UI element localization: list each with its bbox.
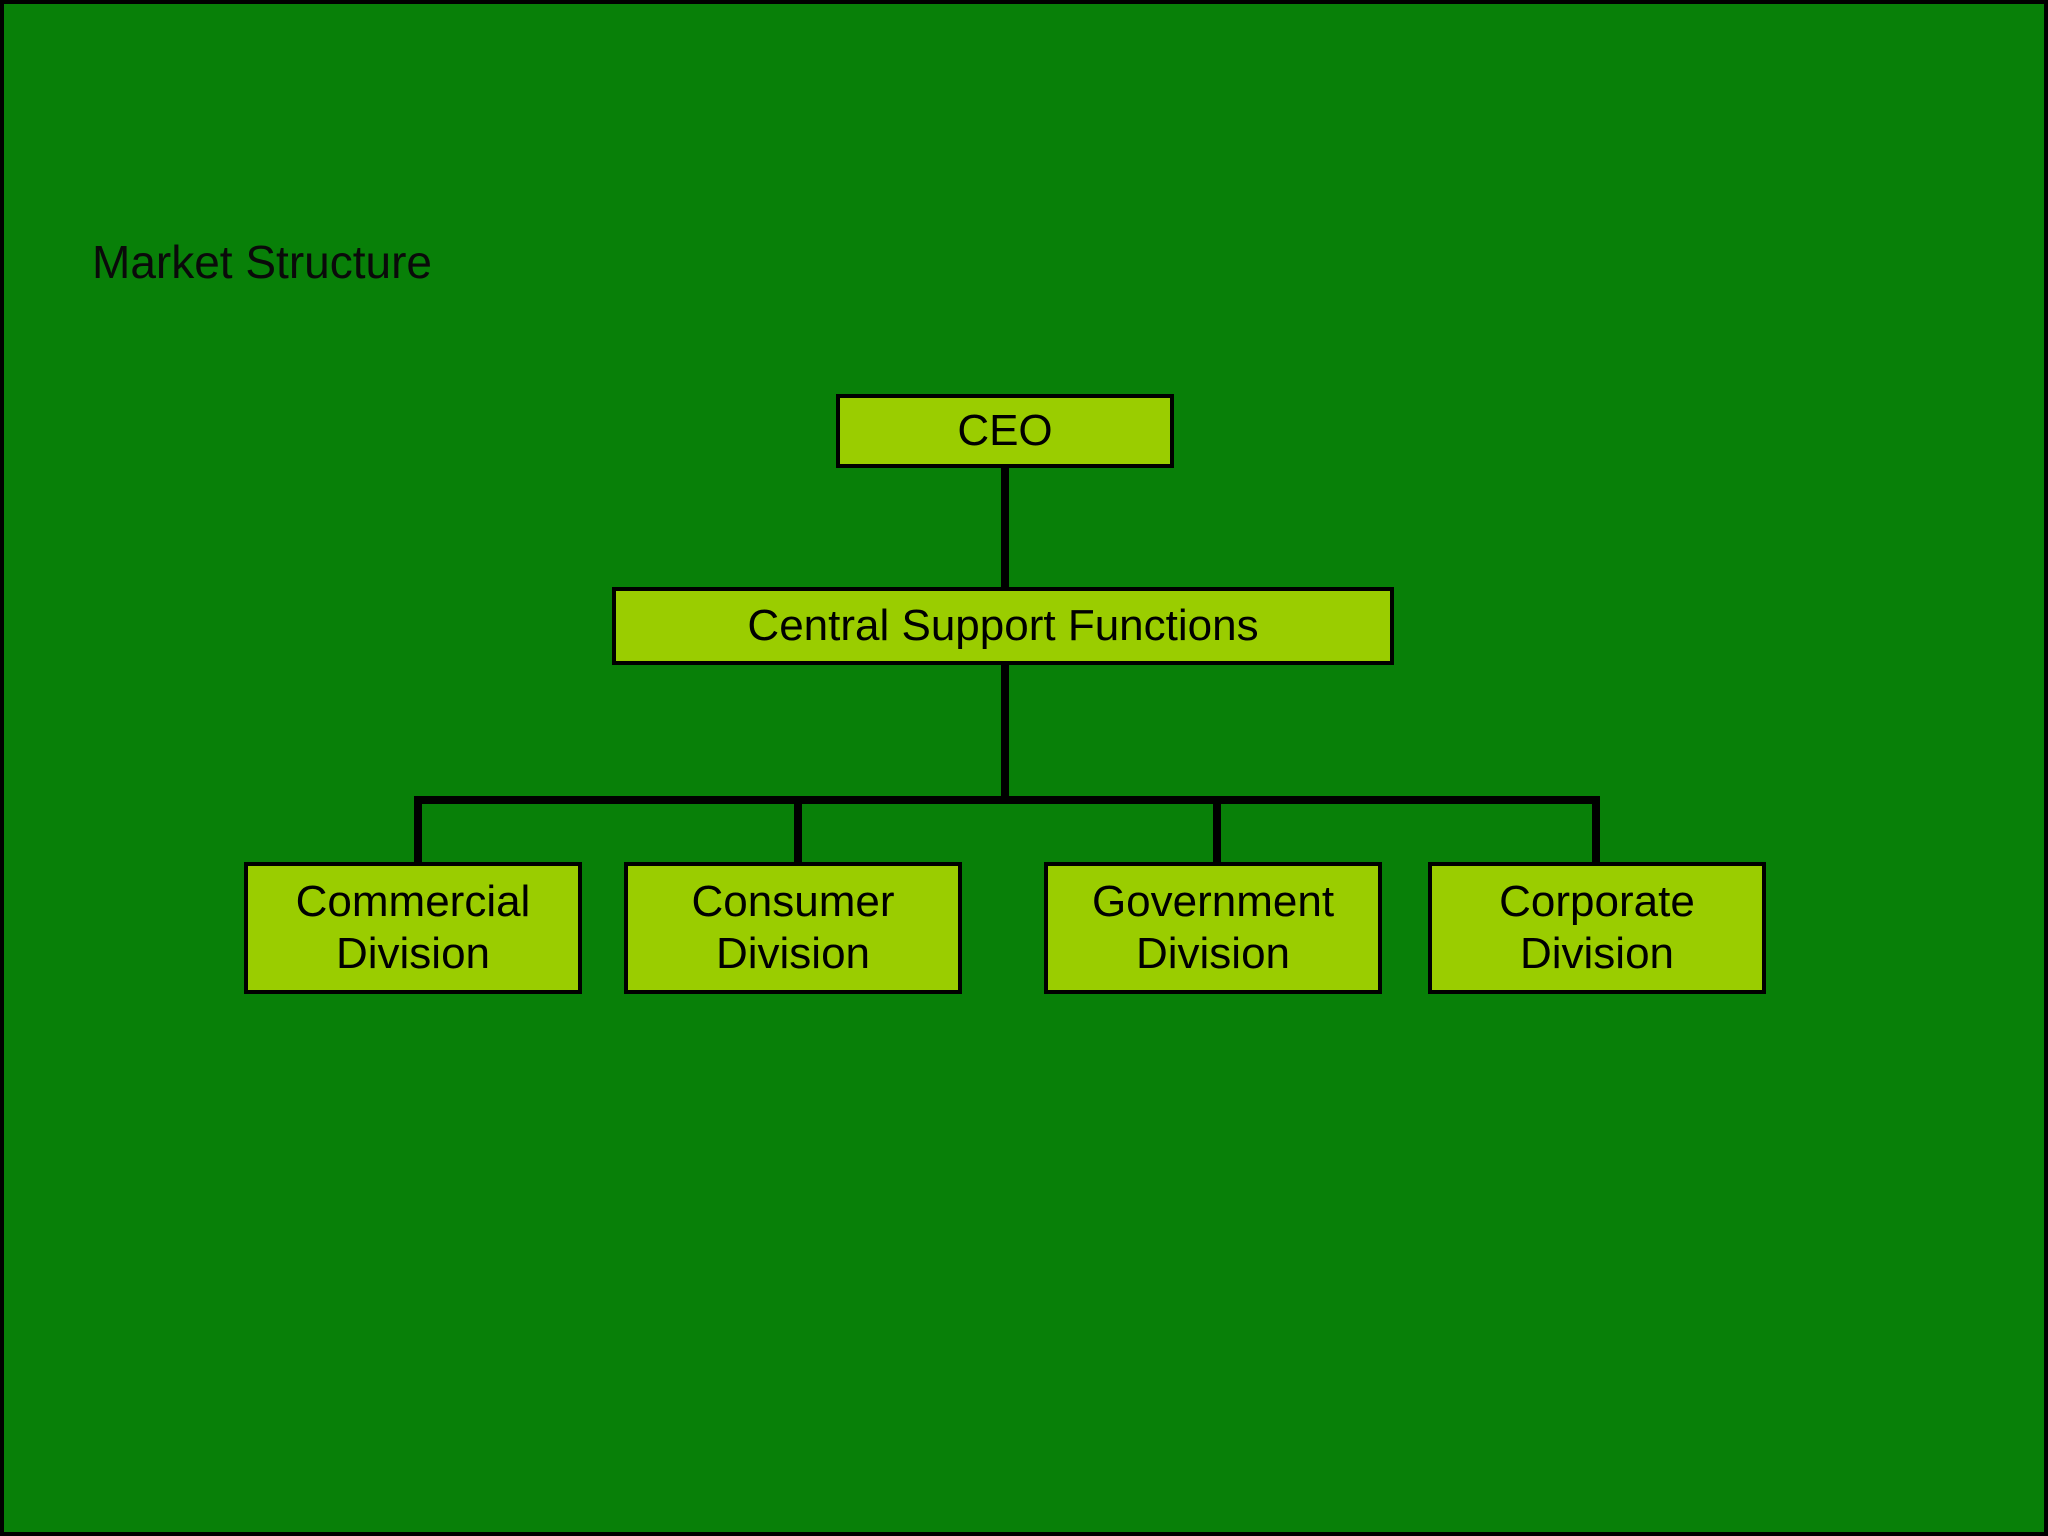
node-corporate-division[interactable]: Corporate Division — [1428, 862, 1766, 994]
connector-drop-commercial — [414, 796, 422, 866]
node-commercial-division[interactable]: Commercial Division — [244, 862, 582, 994]
connector-central-support-to-bus — [1001, 663, 1009, 804]
connector-drop-consumer — [794, 796, 802, 866]
node-consumer-division[interactable]: Consumer Division — [624, 862, 962, 994]
node-ceo[interactable]: CEO — [836, 394, 1174, 468]
node-government-division[interactable]: Government Division — [1044, 862, 1382, 994]
connector-drop-corporate — [1592, 796, 1600, 866]
page-title: Market Structure — [92, 236, 432, 288]
connector-horizontal-bus — [414, 796, 1600, 804]
node-central-support-functions[interactable]: Central Support Functions — [612, 587, 1394, 665]
connector-ceo-to-central-support — [1001, 466, 1009, 591]
connector-drop-government — [1213, 796, 1221, 866]
